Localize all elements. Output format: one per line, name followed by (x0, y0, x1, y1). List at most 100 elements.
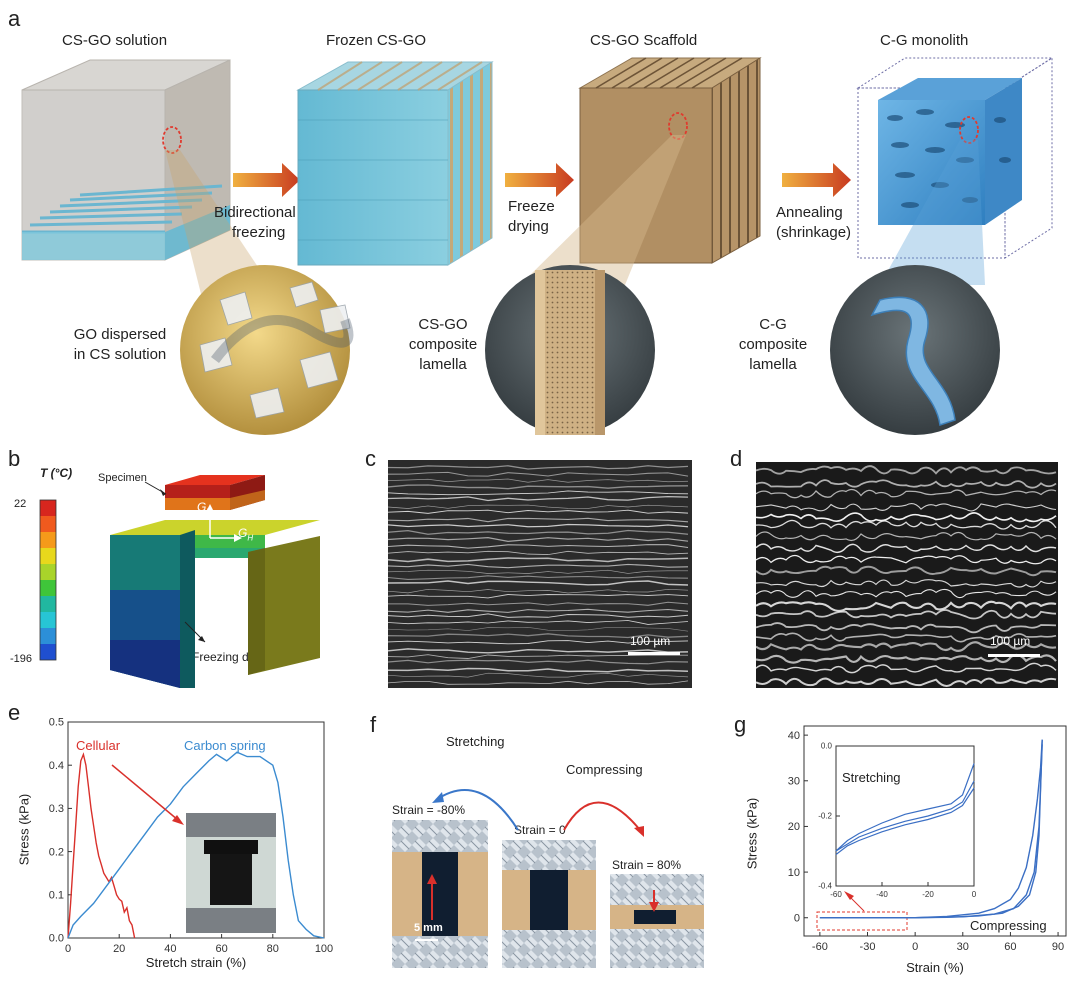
sem-lamella-line (388, 536, 689, 543)
chart-g-inset-lines (835, 763, 975, 855)
x-tick-label: 60 (1004, 941, 1016, 953)
sem-lamella-line (388, 633, 689, 639)
sem-wavy-lamella (756, 479, 1057, 489)
sem-lamella-line (388, 495, 689, 502)
strain-zero-label: Strain = 0 (514, 823, 566, 837)
sem-lamella-line (388, 601, 689, 606)
sem-lamella-line (388, 504, 689, 509)
chart-e-photo-inset (186, 813, 276, 933)
x-tick-label: 20 (113, 943, 125, 955)
sem-wavy-lamella (756, 531, 1057, 542)
photo-neutral (502, 840, 596, 968)
step-label-3-line2: (shrinkage) (776, 224, 852, 241)
series-line (835, 763, 975, 852)
compressing-arrow (563, 801, 641, 831)
x-tick-label: 100 (315, 943, 333, 955)
series-line (67, 752, 136, 939)
sem-wavy-lamella (756, 502, 1057, 512)
sem-lamella-line (388, 509, 689, 514)
sem-wavy-lamella (756, 600, 1057, 612)
sem-lamella-line (388, 465, 689, 470)
step-label-1-line1: Bidirectional (214, 204, 296, 221)
sem-lamella-line (388, 490, 689, 496)
inset-label-1-line2: in CS solution (73, 346, 167, 363)
inset-label-3-line2: composite (738, 336, 808, 353)
compressing-label: Compressing (566, 762, 643, 777)
sem-lamella-line (388, 654, 688, 659)
inset-label-3-line1: C-G (759, 316, 787, 333)
sem-wavy-lamella (756, 662, 1057, 674)
panel-a-letter: a (8, 6, 21, 31)
stage-label-1: CS-GO solution (62, 32, 168, 49)
gv-label-text: G (197, 500, 207, 514)
y-tick-label: -0.4 (818, 882, 832, 891)
chart-e-xlabel: Stretch strain (%) (145, 955, 247, 970)
process-arrow-1 (233, 163, 300, 197)
inset-cs-go-lamella (485, 265, 655, 435)
y-tick-label: -0.2 (818, 812, 832, 821)
step-label-1-line2: freezing (232, 224, 286, 241)
sem-lamella-line (388, 620, 689, 625)
inset-label-2-line3: lamella (419, 356, 467, 373)
specimen-block (165, 475, 265, 510)
inset-label-1-line1: GO dispersed (73, 326, 167, 343)
stretching-arrow (435, 789, 519, 831)
x-tick-label: 30 (957, 941, 969, 953)
sem-wavy-lamella (756, 465, 1057, 475)
sem-lamella-line (388, 550, 689, 556)
freezing-device-shape (110, 520, 320, 688)
photo-compressed (610, 874, 704, 968)
sem-lamella-line (388, 484, 689, 490)
x-tick-label: -60 (830, 890, 842, 899)
chart-e-series-cellular: Cellular (76, 738, 121, 753)
y-tick-label: 0.4 (49, 760, 64, 772)
cs-go-solution-cube (21, 59, 300, 330)
sem-lamella-line (388, 667, 689, 673)
sem-lamella-line (388, 640, 689, 645)
x-tick-label: -20 (922, 890, 934, 899)
chart-g-dashed-highlight (816, 911, 908, 931)
gv-label-sub: V (206, 507, 212, 517)
stage-label-4: C-G monolith (880, 32, 969, 49)
sem-wavy-lamella (756, 653, 1057, 664)
chart-g-lines (819, 739, 1043, 919)
sem-lamella-line (388, 613, 689, 618)
y-tick-label: 10 (788, 867, 800, 879)
sem-lamella-line (388, 608, 689, 613)
inset-label-2-line2: composite (408, 336, 478, 353)
series-line (67, 751, 325, 939)
x-tick-label: 60 (215, 943, 227, 955)
freezing-device-diagram (39, 475, 320, 688)
temperature-colorbar (39, 499, 57, 661)
panel-c-letter: c (365, 446, 376, 471)
chart-g-ylabel: Stress (kPa) (744, 797, 760, 870)
panel-b-letter: b (8, 446, 21, 471)
sem-lamella-line (388, 471, 689, 477)
series-line (835, 787, 975, 855)
chart-g-xlabel: Strain (%) (906, 960, 964, 975)
sem-lamella-line (388, 569, 688, 574)
sem-lamella-line (388, 648, 689, 654)
panel-e-letter: e (8, 700, 21, 725)
y-tick-label: 0.2 (49, 846, 64, 858)
sem-wavy-lamella (756, 519, 1057, 530)
inset-label-3-line3: lamella (749, 356, 797, 373)
chart-g-inset-frame (835, 745, 975, 887)
step-label-3-line1: Annealing (776, 204, 843, 221)
x-tick-label: -60 (812, 941, 828, 953)
sem-wavy-lamella (756, 622, 1057, 634)
sem-lamella-line (388, 588, 689, 594)
colorbar-title: T (°C) (40, 466, 73, 480)
series-line (835, 780, 975, 852)
step-label-2-line2: drying (508, 218, 549, 235)
panel-d-letter: d (730, 446, 743, 471)
y-tick-label: 20 (788, 821, 800, 833)
cs-go-scaffold-cube (520, 57, 762, 285)
scalebar-d-label: 100 µm (990, 634, 1031, 648)
sem-lamella-line (388, 563, 689, 569)
stretch-compress-photos (392, 789, 704, 968)
